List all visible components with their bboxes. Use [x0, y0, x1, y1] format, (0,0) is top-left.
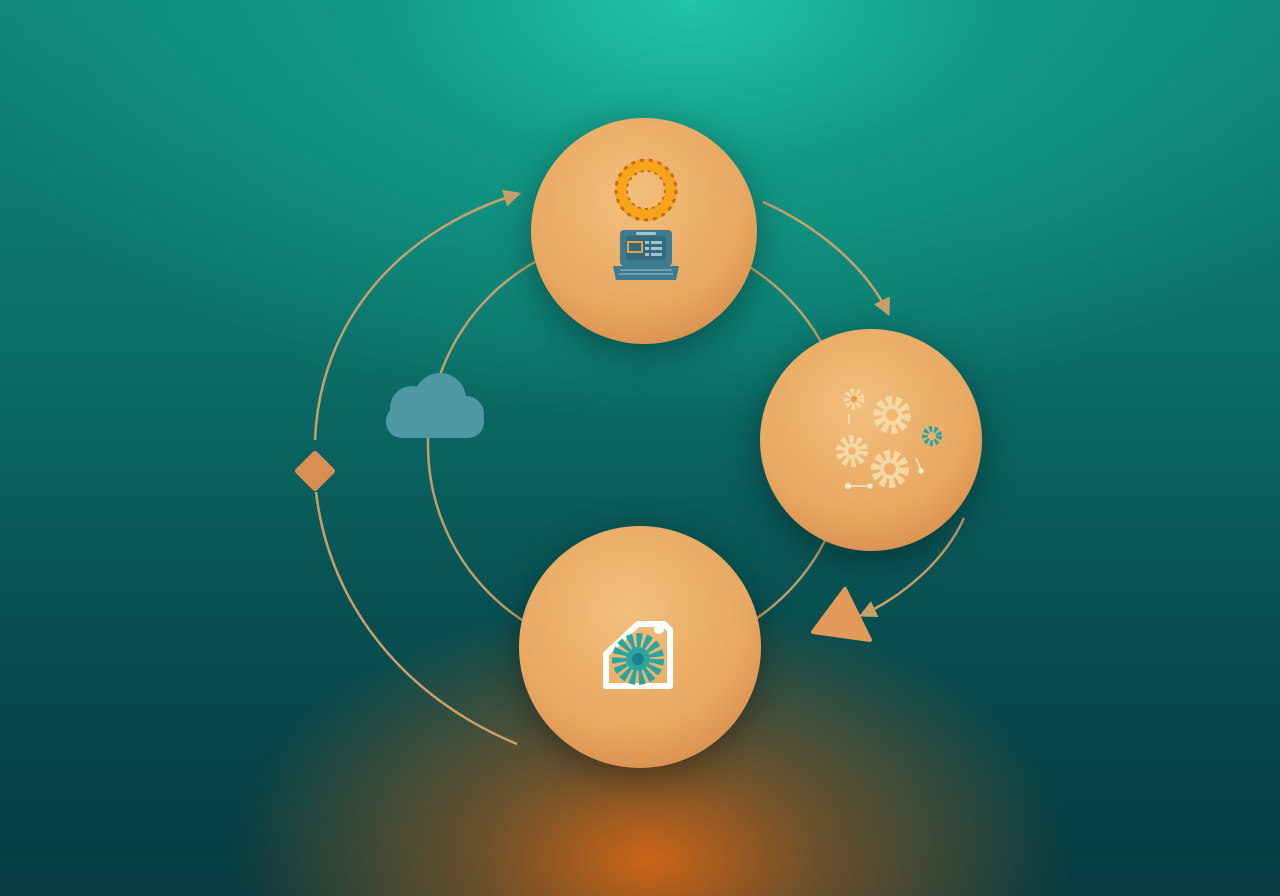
gear-icon	[614, 158, 678, 222]
arrow-left-up	[313, 189, 522, 441]
triangle-marker	[811, 587, 872, 642]
diamond-marker	[295, 451, 335, 491]
node-bottom	[519, 526, 761, 768]
node-top	[531, 118, 757, 344]
arrow-top-right	[762, 200, 890, 317]
arrow-right-down	[858, 517, 966, 618]
cloud-icon	[386, 373, 484, 438]
node-right	[760, 329, 982, 551]
home-gear-icon	[603, 621, 673, 689]
laptop-icon	[613, 230, 679, 280]
arrow-left-down	[314, 491, 518, 746]
gear-cluster-icon	[836, 388, 942, 490]
